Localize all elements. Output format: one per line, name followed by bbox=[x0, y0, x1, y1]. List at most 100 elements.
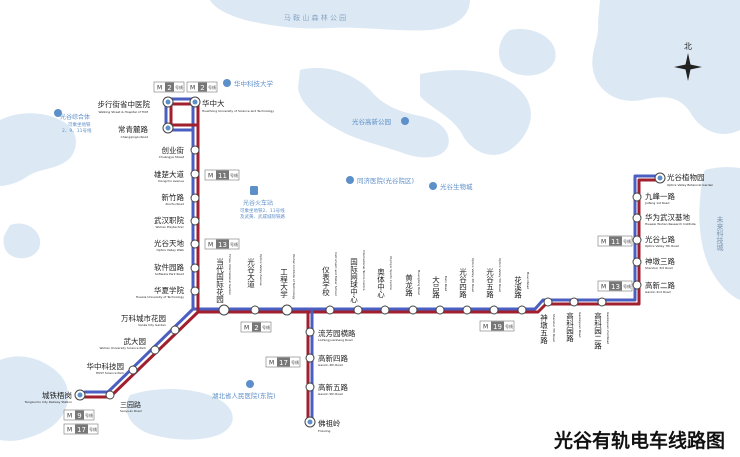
station-label-group: 工程大学 Wuhan Institute of Technology bbox=[279, 254, 296, 300]
station-label-en: Vanke City Garden bbox=[138, 323, 166, 327]
metro-line-suffix: 号线 bbox=[505, 323, 513, 329]
metro-line-number: 17 bbox=[279, 359, 288, 367]
station-marker[interactable] bbox=[190, 145, 200, 155]
station-marker[interactable] bbox=[190, 263, 200, 273]
station-label-zh: 雄楚大道 bbox=[154, 169, 184, 179]
station-label-en: Fozuling bbox=[318, 429, 330, 433]
metro-badge: M 17 号线 bbox=[265, 356, 301, 368]
lake-center-right bbox=[420, 70, 531, 155]
station-marker[interactable] bbox=[190, 239, 200, 249]
station-marker[interactable] bbox=[190, 193, 200, 203]
station-marker[interactable] bbox=[380, 305, 390, 315]
station-label-en: Optics Valley 7th Road bbox=[645, 244, 679, 248]
station-marker[interactable] bbox=[489, 305, 499, 315]
metro-logo-icon: M bbox=[244, 325, 249, 332]
station-label-en: Gaokeyuan 2nd Road bbox=[606, 312, 610, 344]
station-label-group: 华夏学院 Huaxia University of Technology bbox=[136, 285, 185, 299]
station-label-en: Gaoxin 4th Road bbox=[318, 363, 343, 367]
metro-line-number: 13 bbox=[611, 283, 620, 291]
station-label-group: 高新四路 Gaoxin 4th Road bbox=[318, 353, 348, 367]
station-marker[interactable] bbox=[435, 305, 445, 315]
lake-bottom-center bbox=[126, 388, 233, 440]
station-marker[interactable] bbox=[517, 305, 527, 315]
metro-logo-icon: M bbox=[190, 85, 195, 92]
station-label-zh: 高新五路 bbox=[318, 382, 348, 392]
station-label-en: Software Park Road bbox=[155, 272, 184, 276]
station-marker[interactable] bbox=[250, 305, 260, 315]
station-label-en: Optics Valley Walk bbox=[156, 248, 184, 252]
station-label-en: Huaxia University of Technology bbox=[136, 295, 184, 299]
poi-layer: 华中科技大学 光谷综合体 可乘坐地铁 2、9、11号线 光谷火车站 可乘坐地铁2… bbox=[54, 79, 473, 400]
station-label-group: 步行街省中医院 Walking Street & Hospital of TCM bbox=[98, 99, 151, 114]
station-label-en: Changqinglu Road bbox=[121, 135, 148, 139]
station-label-group: 神墩三路 Shendun 3rd Road bbox=[645, 256, 675, 270]
station-marker[interactable] bbox=[190, 286, 200, 296]
metro-line-number: 13 bbox=[218, 241, 227, 249]
station-marker[interactable] bbox=[632, 192, 642, 202]
station-marker[interactable] bbox=[325, 305, 335, 315]
station-marker[interactable] bbox=[305, 353, 315, 363]
station-label-group: 国际网球中心 International Tennis Centre bbox=[349, 250, 366, 303]
poi-guanggu-complex: 光谷综合体 可乘坐地铁 2、9、11号线 bbox=[54, 109, 92, 134]
station-label-zh: 武大园 bbox=[124, 336, 147, 346]
station-label-group: 华为武汉基地 Huawei Wuhan Research Institute bbox=[645, 212, 696, 226]
station-label-en: Gaoxin 5th Road bbox=[318, 392, 343, 396]
station-label-zh: 创业街 bbox=[162, 145, 185, 155]
station-marker[interactable] bbox=[597, 297, 607, 307]
metro-logo-icon: M bbox=[208, 173, 213, 180]
station-marker[interactable] bbox=[543, 297, 553, 307]
water-bodies bbox=[0, 0, 740, 441]
station-label-group: 高科园二路 Gaokeyuan 2nd Road bbox=[593, 311, 610, 350]
poi-label: 光谷综合体 bbox=[60, 113, 90, 121]
lake-right-east bbox=[699, 167, 740, 300]
station-label-zh: 神墩五路 bbox=[539, 313, 548, 345]
station-marker[interactable] bbox=[190, 169, 200, 179]
station-label-en: Optics Valley 5th Road bbox=[498, 258, 502, 292]
station-labels: 步行街省中医院 Walking Street & Hospital of TCM… bbox=[24, 98, 714, 433]
station-marker[interactable] bbox=[150, 345, 160, 355]
station-label-zh: 步行街省中医院 bbox=[98, 99, 151, 109]
station-marker[interactable] bbox=[128, 365, 138, 375]
station-label-en: Liufangyuanheng Road bbox=[318, 338, 353, 342]
station-label-group: 万科城市花园 Vanke City Garden bbox=[121, 313, 166, 327]
station-label-zh: 国际网球中心 bbox=[349, 258, 358, 304]
station-marker[interactable] bbox=[632, 257, 642, 267]
station-label-group: 九峰一路 Jiufeng 1st Road bbox=[644, 191, 675, 205]
station-marker[interactable] bbox=[305, 382, 315, 392]
station-label-en: International Tennis Centre bbox=[362, 250, 366, 291]
station-label-group: 黄龙路 Huanglong Road bbox=[404, 270, 421, 297]
metro-line-number: 11 bbox=[218, 172, 227, 180]
metro-line-suffix: 号线 bbox=[208, 84, 216, 90]
station-marker[interactable] bbox=[632, 280, 642, 290]
tram-line-blue bbox=[83, 97, 662, 394]
metro-logo-icon: M bbox=[269, 360, 274, 367]
metro-line-suffix: 号线 bbox=[85, 412, 93, 418]
station-label-en: Jiufeng 1st Road bbox=[644, 201, 670, 205]
poi-label: 光谷生物城 bbox=[440, 182, 473, 191]
station-label-zh: 城铁梧岗 bbox=[42, 390, 72, 400]
station-label-group: 常青麓路 Changqinglu Road bbox=[118, 124, 148, 139]
station-marker[interactable] bbox=[408, 305, 418, 315]
station-label-zh: 光谷四路 bbox=[458, 267, 467, 299]
lake-top bbox=[210, 0, 470, 31]
metro-line-number: 2 bbox=[200, 84, 204, 92]
metro-line-number: 19 bbox=[493, 323, 502, 331]
station-label-zh: 高新二路 bbox=[645, 280, 675, 290]
station-label-group: 武大园 Wuhan University Science Park bbox=[99, 336, 146, 350]
map-title: 光谷有轨电车线路图 bbox=[553, 429, 725, 452]
station-marker[interactable] bbox=[632, 213, 642, 223]
station-marker[interactable] bbox=[462, 305, 472, 315]
station-marker[interactable] bbox=[105, 390, 115, 400]
station-marker[interactable] bbox=[632, 235, 642, 245]
station-marker[interactable] bbox=[569, 297, 579, 307]
poi-marker-icon bbox=[346, 176, 354, 184]
station-marker[interactable] bbox=[305, 327, 315, 337]
station-label-group: 华中大 Huazhong University of Science and T… bbox=[202, 98, 274, 113]
station-marker[interactable] bbox=[190, 216, 200, 226]
metro-logo-icon: M bbox=[67, 413, 72, 420]
station-label-zh: 光谷植物园 bbox=[667, 172, 705, 182]
station-marker[interactable] bbox=[170, 325, 180, 335]
station-marker[interactable] bbox=[353, 305, 363, 315]
poi-note: 2、9、11号线 bbox=[62, 127, 92, 134]
station-label-zh: 花溪路 bbox=[513, 275, 522, 299]
